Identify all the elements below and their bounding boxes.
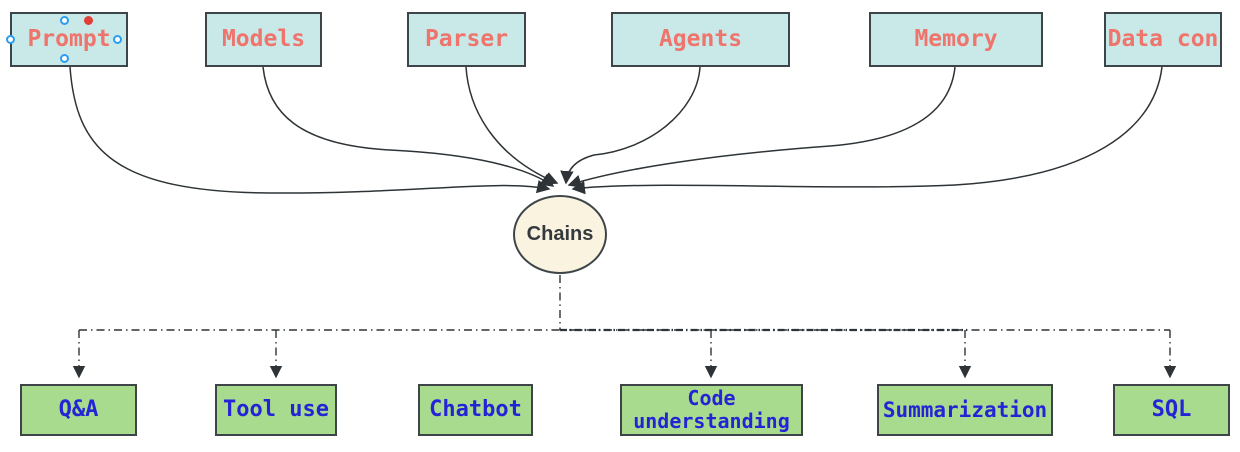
node-qa-label: Q&A bbox=[58, 397, 99, 423]
node-agents-label: Agents bbox=[658, 26, 743, 53]
node-parser-label: Parser bbox=[424, 26, 509, 53]
selection-handle-left[interactable] bbox=[5, 34, 15, 44]
node-sql[interactable]: SQL bbox=[1113, 384, 1230, 436]
node-tool-use-label: Tool use bbox=[223, 397, 329, 423]
node-chatbot[interactable]: Chatbot bbox=[418, 384, 533, 436]
node-memory-label: Memory bbox=[914, 26, 998, 53]
edge-agents-chains bbox=[560, 66, 701, 185]
node-prompt[interactable]: Prompt bbox=[10, 12, 128, 67]
selection-handle-bottom[interactable] bbox=[59, 53, 69, 63]
edge-datacon-chains bbox=[571, 66, 1163, 195]
node-models-label: Models bbox=[221, 26, 306, 53]
node-data-con-label: Data con bbox=[1107, 26, 1219, 53]
node-code-understanding[interactable]: Code understanding bbox=[620, 384, 803, 436]
node-prompt-label: Prompt bbox=[27, 26, 111, 53]
selection-handle-top[interactable] bbox=[59, 15, 69, 25]
edge-parser-chains bbox=[465, 66, 559, 185]
edge-models-chains bbox=[262, 66, 555, 187]
node-chains-label: Chains bbox=[526, 223, 594, 245]
node-models[interactable]: Models bbox=[205, 12, 322, 67]
node-chatbot-label: Chatbot bbox=[429, 397, 522, 423]
node-tool-use[interactable]: Tool use bbox=[215, 384, 337, 436]
node-qa[interactable]: Q&A bbox=[20, 384, 137, 436]
node-parser[interactable]: Parser bbox=[407, 12, 526, 67]
node-sql-label: SQL bbox=[1151, 397, 1192, 423]
edge-prompt-chains bbox=[69, 66, 551, 194]
node-summarization-label: Summarization bbox=[882, 397, 1048, 422]
node-summarization[interactable]: Summarization bbox=[877, 384, 1053, 436]
node-agents[interactable]: Agents bbox=[611, 12, 790, 67]
edge-memory-chains bbox=[567, 66, 956, 188]
node-code-understanding-label: Code understanding bbox=[633, 386, 790, 433]
node-memory[interactable]: Memory bbox=[869, 12, 1043, 67]
node-chains[interactable]: Chains bbox=[513, 195, 607, 274]
selection-handle-red-dot[interactable] bbox=[83, 15, 93, 25]
selection-handle-right[interactable] bbox=[112, 34, 122, 44]
node-data-con[interactable]: Data con bbox=[1104, 12, 1222, 67]
